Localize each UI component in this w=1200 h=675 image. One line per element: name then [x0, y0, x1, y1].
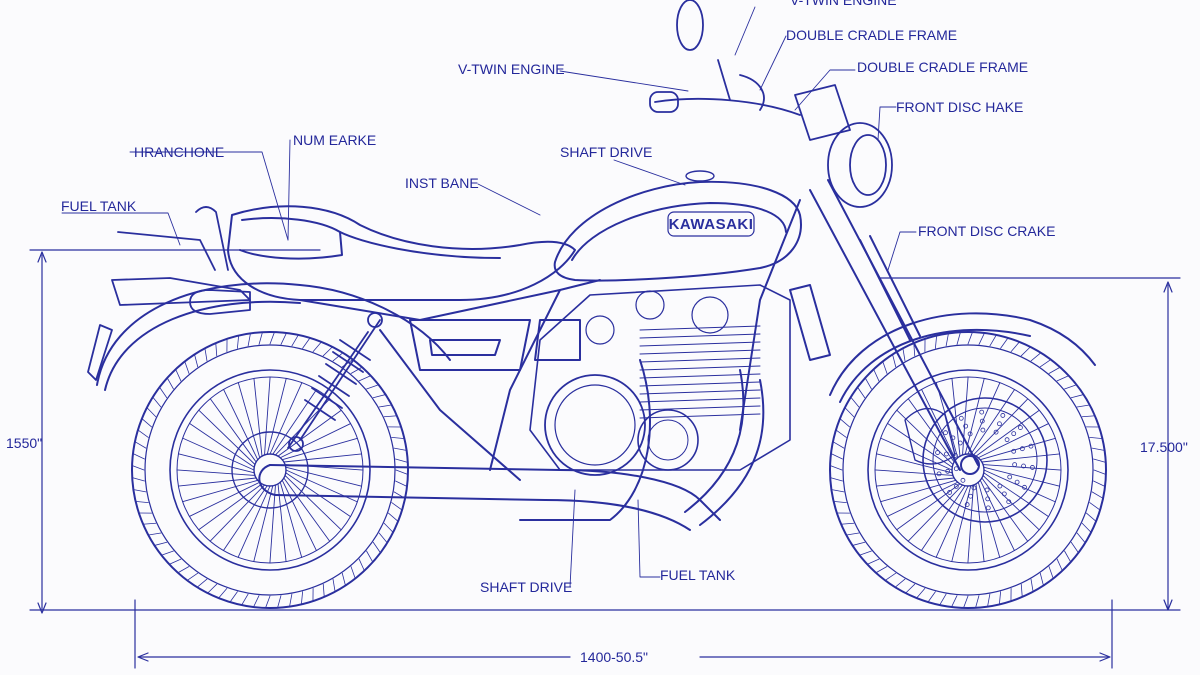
- label-hranchone: HRANCHONE: [134, 144, 224, 160]
- rear-shock: [287, 312, 383, 452]
- rear-wheel: [131, 331, 409, 609]
- brake-caliper: [904, 407, 956, 465]
- engine: [529, 284, 791, 476]
- fenders: [96, 282, 1096, 403]
- label-front-disc-hake: FRONT DISC HAKE: [896, 99, 1023, 115]
- exhaust: [258, 359, 765, 531]
- dimension-length: 1400-50.5": [580, 649, 648, 665]
- label-top-cut: V-TWIN ENGINE: [790, 0, 897, 8]
- label-inst-bane: INST BANE: [405, 175, 479, 191]
- front-wheel: [829, 331, 1107, 609]
- label-shaft-drive-bottom: SHAFT DRIVE: [480, 579, 572, 595]
- label-shaft-drive-top: SHAFT DRIVE: [560, 144, 652, 160]
- label-double-cradle-frame-1: DOUBLE CRADLE FRAME: [786, 27, 957, 43]
- fuel-tank: [553, 170, 802, 282]
- handlebar: [649, 0, 801, 116]
- label-front-disc-crake: FRONT DISC CRAKE: [918, 223, 1055, 239]
- label-num-earke: NUM EARKE: [293, 132, 376, 148]
- seat: [227, 205, 576, 301]
- dimension-right-height: 17.500": [1140, 439, 1188, 455]
- label-fuel-tank-bottom: FUEL TANK: [660, 567, 736, 583]
- label-double-cradle-frame-2: DOUBLE CRADLE FRAME: [857, 59, 1028, 75]
- dimension-left-height: 1550": [6, 435, 42, 451]
- rear-rack: [87, 206, 251, 381]
- label-fuel-tank-left: FUEL TANK: [61, 198, 137, 214]
- brand-logo: KAWASAKI: [669, 216, 754, 233]
- dimension-lines: [29, 249, 1181, 669]
- frame: [299, 199, 801, 481]
- headlight: [794, 84, 893, 208]
- front-fork: [789, 179, 980, 475]
- leader-lines: [61, 6, 917, 588]
- label-v-twin-engine: V-TWIN ENGINE: [458, 61, 565, 77]
- brake-disc: [922, 397, 1048, 523]
